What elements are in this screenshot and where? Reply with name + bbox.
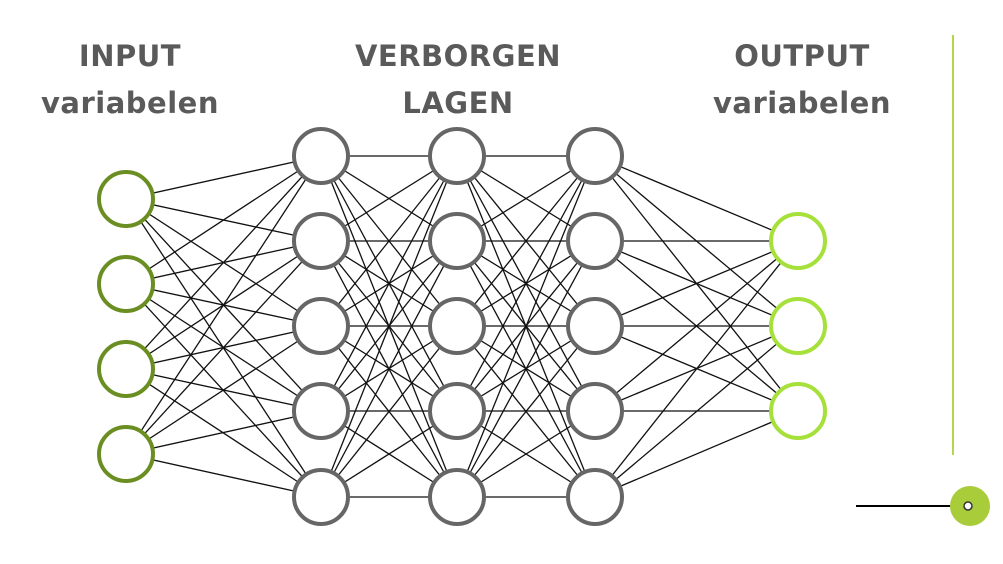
hidden-heading-line1: VERBORGEN [354,39,562,73]
hidden-node-layer1-3 [292,297,350,355]
hidden-node-layer1-1 [292,127,350,185]
hidden-node-layer3-1 [566,127,624,185]
input-heading-line1: INPUT [78,39,182,73]
connection-l2-n3-to-l3-n0 [456,155,596,412]
hidden-node-layer2-3 [428,297,486,355]
input-heading-line2: variabelen [41,86,219,120]
accent-dot-center [963,501,973,511]
connection-l2-n4-to-l3-n2 [456,325,596,498]
connection-l0-n3-to-l1-n4 [125,453,322,498]
connection-l3-n4-to-l4-n0 [594,240,799,498]
input-node-layer0-1 [97,170,155,228]
input-node-layer0-3 [97,340,155,398]
connection-l3-n3-to-l4-n0 [594,240,799,412]
hidden-node-layer1-4 [292,382,350,440]
connection-l3-n4-to-l4-n2 [594,410,799,498]
neurons [97,127,827,526]
connection-l0-n3-to-l1-n2 [125,325,322,455]
connection-l0-n3-to-l1-n0 [125,155,322,455]
connection-l3-n0-to-l4-n0 [594,155,799,242]
output-heading-line1: OUTPUT [734,39,870,73]
connection-l1-n2-to-l2-n0 [320,155,458,327]
connection-l1-n4-to-l2-n1 [320,240,458,498]
hidden-node-layer1-5 [292,468,350,526]
hidden-node-layer2-5 [428,468,486,526]
connection-l0-n2-to-l1-n0 [125,155,322,370]
hidden-node-layer3-3 [566,297,624,355]
hidden-layers-heading: VERBORGEN LAGEN [338,33,578,127]
hidden-node-layer1-2 [292,212,350,270]
hidden-node-layer2-2 [428,212,486,270]
output-node-layer4-3 [769,382,827,440]
output-node-layer4-1 [769,212,827,270]
connection-l1-n4-to-l2-n2 [320,325,458,498]
connection-l1-n4-to-l2-n0 [320,155,458,498]
connection-l3-n2-to-l4-n0 [594,240,799,327]
hidden-node-layer2-1 [428,127,486,185]
input-heading: INPUT variabelen [30,33,230,127]
hidden-node-layer2-4 [428,382,486,440]
input-node-layer0-2 [97,255,155,313]
hidden-node-layer3-5 [566,468,624,526]
hidden-node-layer3-2 [566,212,624,270]
output-heading-line2: variabelen [713,86,891,120]
connection-l0-n3-to-l1-n3 [125,410,322,455]
connection-l3-n4-to-l4-n1 [594,325,799,498]
hidden-node-layer3-4 [566,382,624,440]
connection-l0-n1-to-l1-n0 [125,155,322,285]
connection-l2-n2-to-l3-n0 [456,155,596,327]
connection-l1-n3-to-l2-n0 [320,155,458,412]
output-heading: OUTPUT variabelen [697,33,907,127]
input-node-layer0-4 [97,425,155,483]
output-node-layer4-2 [769,297,827,355]
connection-l2-n4-to-l3-n1 [456,240,596,498]
connection-l2-n4-to-l3-n0 [456,155,596,498]
connection-l0-n0-to-l1-n0 [125,155,322,200]
hidden-heading-line2: LAGEN [402,86,514,120]
connection-l0-n3-to-l1-n1 [125,240,322,455]
